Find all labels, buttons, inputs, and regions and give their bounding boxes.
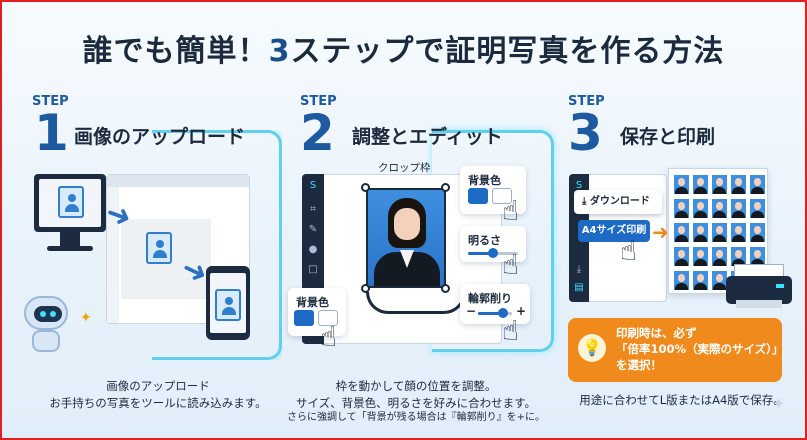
blue-swatch[interactable] bbox=[294, 310, 314, 326]
pointer-hand-icon: ☝ bbox=[502, 194, 520, 227]
a4-photo-sheet bbox=[668, 168, 768, 294]
photo-thumbnail bbox=[750, 247, 765, 266]
crop-handle[interactable] bbox=[361, 183, 370, 192]
download-icon[interactable]: ⤓ bbox=[576, 264, 582, 275]
crop-frame-label: クロップ枠 bbox=[378, 162, 431, 174]
step3-caption: 用途に合わせてL版またはA4版で保存。 bbox=[579, 393, 785, 407]
photo-thumbnail bbox=[750, 199, 765, 218]
crop-handle[interactable] bbox=[441, 183, 450, 192]
person-file-icon bbox=[58, 186, 84, 218]
photo-thumbnail bbox=[731, 175, 746, 194]
step1-label: STEP bbox=[32, 94, 69, 109]
monitor-base bbox=[47, 246, 93, 251]
step2-label: STEP bbox=[300, 94, 337, 109]
a4-print-button[interactable]: A4サイズ印刷 bbox=[578, 220, 650, 242]
contour-card: 輪郭削り − + bbox=[460, 284, 530, 324]
person-file-icon bbox=[215, 289, 241, 321]
step2-number: 2 bbox=[300, 104, 335, 162]
print-notice: 💡 印刷時は、必ず 「倍率100%（実際のサイズ）」 を選択！ bbox=[568, 318, 783, 382]
square-icon[interactable]: □ bbox=[308, 264, 318, 275]
plus-button[interactable]: + bbox=[516, 304, 527, 318]
crop-handle[interactable] bbox=[361, 284, 370, 293]
photo-thumbnail bbox=[712, 247, 727, 266]
upload-window bbox=[106, 174, 250, 324]
pen-icon[interactable]: ✎ bbox=[308, 224, 318, 235]
step1-number: 1 bbox=[34, 104, 69, 162]
page-title: 誰でも簡単！3ステップで証明写真を作る方法 bbox=[82, 34, 725, 69]
photo-thumbnail bbox=[750, 175, 765, 194]
monitor-stand bbox=[60, 232, 80, 246]
photo-thumbnail bbox=[712, 223, 727, 242]
white-swatch[interactable] bbox=[492, 188, 512, 204]
connector-line-2 bbox=[432, 130, 554, 352]
photo-thumbnail bbox=[693, 271, 708, 290]
logo-icon: S bbox=[309, 180, 317, 191]
download-icon: ⤓ bbox=[582, 196, 590, 207]
pointer-hand-icon: ☝ bbox=[620, 234, 638, 267]
pointer-hand-icon: ☝ bbox=[502, 248, 520, 281]
connector-line-1 bbox=[152, 130, 282, 360]
sparkle-icon: ✦ bbox=[772, 394, 786, 413]
step1-title: 画像のアップロード bbox=[74, 126, 246, 148]
blue-swatch[interactable] bbox=[468, 188, 488, 204]
white-swatch[interactable] bbox=[318, 310, 338, 326]
photo-thumbnail bbox=[674, 175, 689, 194]
photo-thumbnail bbox=[693, 223, 708, 242]
step2-title: 調整とエディット bbox=[352, 126, 503, 148]
step3-label: STEP bbox=[568, 94, 605, 109]
printer-icon[interactable]: ▤ bbox=[574, 282, 584, 293]
photo-thumbnail bbox=[731, 247, 746, 266]
photo-thumbnail bbox=[693, 199, 708, 218]
photo-thumbnail bbox=[674, 271, 689, 290]
photo-thumbnail bbox=[674, 247, 689, 266]
bg-color-card-2: 背景色 bbox=[288, 288, 346, 336]
pointer-hand-icon: ☝ bbox=[502, 314, 520, 347]
step1-caption: 画像のアップロード お手持ちの写真をツールに読み込みます。 bbox=[49, 379, 267, 410]
photo-thumbnail bbox=[731, 199, 746, 218]
person-file-icon bbox=[146, 232, 172, 264]
portrait-photo bbox=[368, 190, 444, 286]
step3-title: 保存と印刷 bbox=[620, 126, 716, 148]
circle-icon[interactable]: ● bbox=[308, 244, 318, 255]
photo-thumbnail bbox=[674, 199, 689, 218]
step3-number: 3 bbox=[568, 104, 603, 162]
light-bulb-icon: 💡 bbox=[578, 334, 606, 362]
photo-thumbnail bbox=[712, 175, 727, 194]
crop-icon[interactable]: ⌗ bbox=[310, 204, 316, 215]
photo-thumbnail bbox=[712, 271, 727, 290]
robot-mascot-icon bbox=[20, 292, 74, 356]
photo-thumbnail bbox=[750, 223, 765, 242]
spark-icon: ✦ bbox=[80, 310, 92, 326]
photo-thumbnail bbox=[731, 223, 746, 242]
arrow-icon: ➜ bbox=[652, 220, 669, 244]
photo-thumbnail bbox=[674, 223, 689, 242]
photo-thumbnail bbox=[693, 175, 708, 194]
brightness-card: 明るさ bbox=[460, 226, 526, 262]
logo-icon: S bbox=[575, 180, 583, 191]
photo-thumbnail bbox=[693, 247, 708, 266]
photo-thumbnail bbox=[712, 199, 727, 218]
minus-button[interactable]: − bbox=[466, 304, 477, 318]
printer-icon bbox=[726, 264, 792, 310]
crop-frame[interactable] bbox=[366, 188, 446, 288]
move-arrow-icon bbox=[366, 292, 466, 314]
bg-color-card: 背景色 bbox=[460, 166, 526, 214]
step2-caption: 枠を動かして顔の位置を調整。 サイズ、背景色、明るさを好みに合わせます。 さらに… bbox=[286, 379, 546, 424]
pointer-hand-icon: ☝ bbox=[320, 320, 338, 353]
download-button[interactable]: ⤓ ダウンロード bbox=[574, 190, 662, 214]
